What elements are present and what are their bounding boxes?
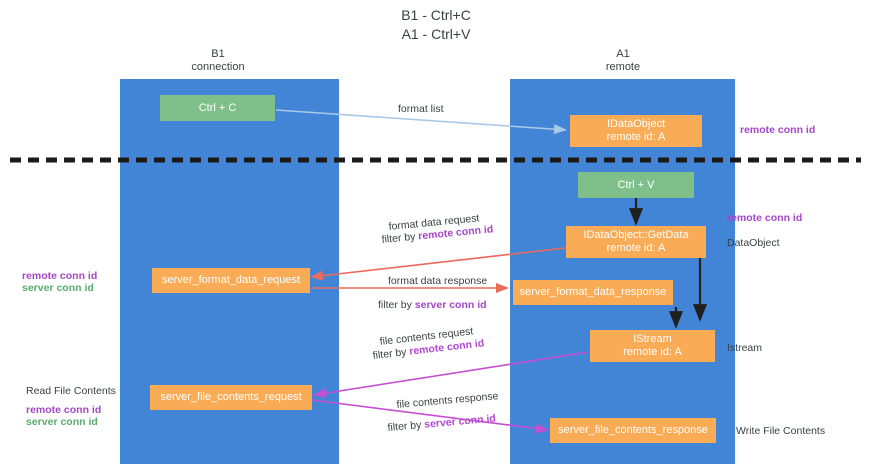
annotation-remote-conn-id-top: remote conn id <box>740 124 816 136</box>
box-ctrl-v[interactable]: Ctrl + V <box>578 172 694 198</box>
annotation-left-bottom-server-conn-id: server conn id <box>26 416 98 428</box>
lane-header-b1: B1 connection <box>148 48 288 74</box>
box-ctrl-c[interactable]: Ctrl + C <box>160 95 275 121</box>
box-ctrl-c-label: Ctrl + C <box>198 101 237 114</box>
title-line-1: B1 - Ctrl+C <box>401 7 471 23</box>
box-server-format-data-response[interactable]: server_format_data_response <box>513 280 673 305</box>
filter-key-server-conn-id-1: server conn id <box>414 299 487 311</box>
box-idataobject-line2: remote id: A <box>606 131 666 143</box>
box-server-file-contents-response[interactable]: server_file_contents_response <box>550 418 716 443</box>
diagram-title: B1 - Ctrl+C A1 - Ctrl+V <box>336 6 536 44</box>
annotation-left-bottom-remote-conn-id: remote conn id <box>26 404 102 416</box>
lane-b1-sub: connection <box>191 61 245 73</box>
box-istream-line2: remote id: A <box>623 346 682 358</box>
box-server-file-contents-request[interactable]: server_file_contents_request <box>150 385 312 410</box>
box-server-file-contents-request-label: server_file_contents_request <box>160 391 302 403</box>
filter-prefix-1: filter by <box>381 230 419 246</box>
label-format-list: format list <box>398 103 444 115</box>
label-format-data-response: format data response <box>388 275 488 287</box>
lane-a1-sub: remote <box>605 61 641 73</box>
box-idataobject-getdata[interactable]: IDataObject::GetData remote id: A <box>566 226 706 258</box>
annotation-remote-conn-id-mid: remote conn id <box>727 212 803 224</box>
annotation-left-remote-conn-id: remote conn id <box>22 270 98 282</box>
box-getdata-line1: IDataObject::GetData <box>583 229 689 241</box>
lane-b1-name: B1 <box>211 48 225 60</box>
filter-prefix-2: filter by <box>378 299 415 311</box>
box-istream-line1: IStream <box>633 333 672 345</box>
lane-a1-name: A1 <box>616 48 630 60</box>
label-format-data-response-filter: filter by server conn id <box>378 298 487 312</box>
label-file-contents-response-filter: filter by server conn id <box>387 412 496 435</box>
box-server-file-contents-response-label: server_file_contents_response <box>558 424 708 436</box>
filter-prefix-4: filter by <box>387 418 425 434</box>
annotation-dataobject: DataObject <box>727 237 780 249</box>
box-istream[interactable]: IStream remote id: A <box>590 330 715 362</box>
annotation-istream: Istream <box>727 342 763 354</box>
box-ctrl-v-label: Ctrl + V <box>617 178 655 191</box>
box-server-format-data-response-label: server_format_data_response <box>519 286 667 298</box>
box-server-format-data-request-label: server_format_data_request <box>161 274 301 286</box>
filter-prefix-3: filter by <box>372 345 411 362</box>
box-getdata-line2: remote id: A <box>606 242 666 254</box>
annotation-left-server-conn-id: server conn id <box>22 282 94 294</box>
title-line-2: A1 - Ctrl+V <box>401 26 471 42</box>
box-server-format-data-request[interactable]: server_format_data_request <box>152 268 310 293</box>
lane-header-a1: A1 remote <box>553 48 693 74</box>
annotation-write-file-contents: Write File Contents <box>736 425 826 437</box>
filter-key-server-conn-id-2: server conn id <box>423 412 497 431</box>
box-idataobject-line1: IDataObject <box>606 118 666 130</box>
box-idataobject[interactable]: IDataObject remote id: A <box>570 115 702 147</box>
label-file-contents-response: file contents response <box>396 390 499 411</box>
annotation-read-file-contents: Read File Contents <box>26 385 116 397</box>
